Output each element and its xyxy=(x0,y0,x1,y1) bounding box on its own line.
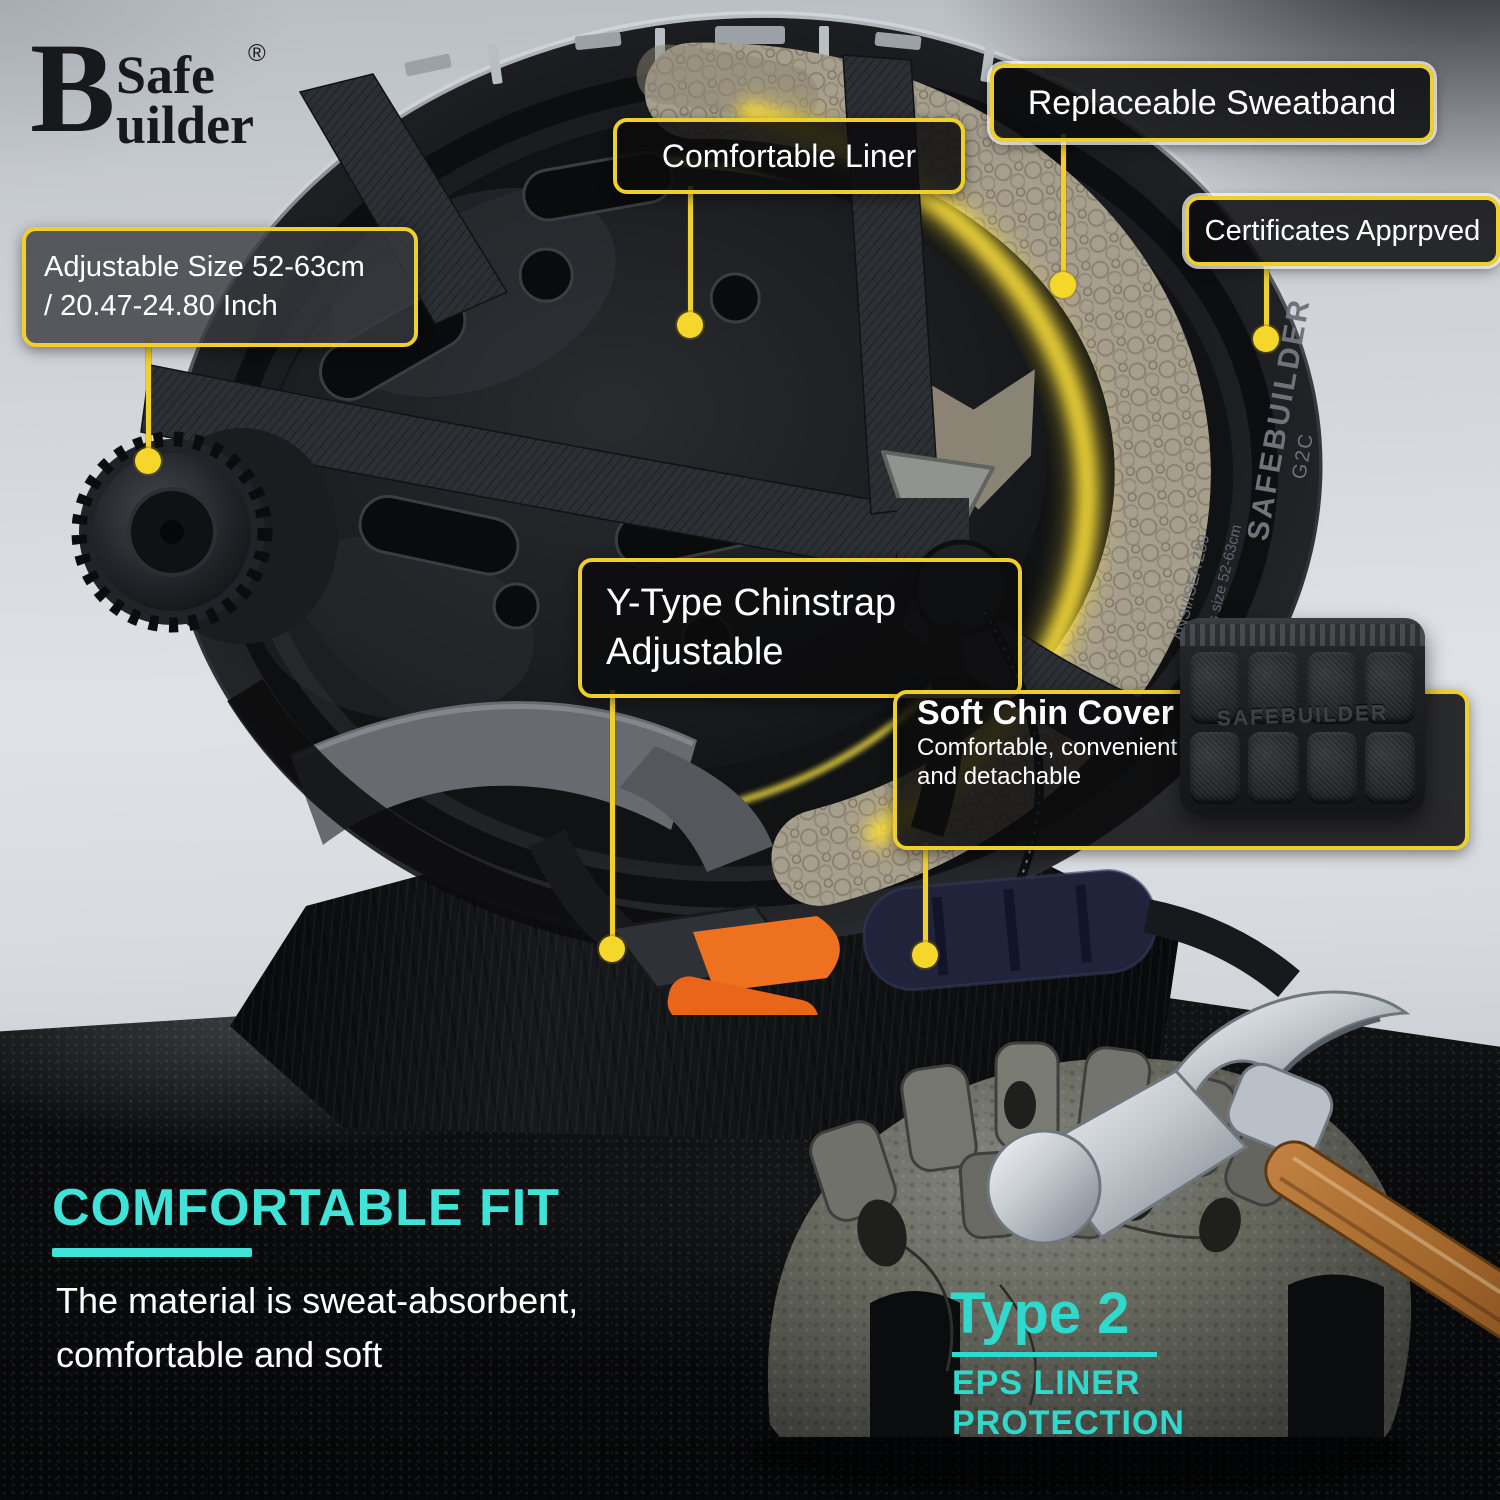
callout-subline1: Comfortable, convenient xyxy=(917,734,1178,762)
connector-dot-certificates-approved xyxy=(1253,326,1279,352)
connector-dot-replaceable-sweatband xyxy=(1050,272,1076,298)
chin-pad-cushion xyxy=(1364,652,1415,724)
chin-pad-cushion xyxy=(1364,732,1415,804)
callout-label-2line: Y-Type Chinstrap Adjustable xyxy=(606,579,896,678)
logo-word-top: Safe xyxy=(116,45,215,105)
hammer-photo xyxy=(986,990,1500,1367)
foam-star-cutout xyxy=(908,369,1035,510)
connector-comfortable-liner xyxy=(688,186,693,322)
headband-arm xyxy=(290,701,773,872)
connector-replaceable-sweatband xyxy=(1061,134,1066,284)
ratchet-adjustment-knob xyxy=(71,428,338,644)
chin-pad-cushions xyxy=(1190,652,1415,804)
eps-liner-label-line2: PROTECTION xyxy=(952,1404,1185,1442)
hammer-handle xyxy=(1264,1140,1500,1367)
callout-line2: Adjustable xyxy=(606,631,784,673)
connector-y-type-chinstrap xyxy=(610,690,615,947)
chin-pad-cushion xyxy=(1190,652,1241,724)
type2-underline xyxy=(952,1352,1157,1357)
connector-dot-y-type-chinstrap xyxy=(599,936,625,962)
chin-pad-cushion xyxy=(1248,732,1299,804)
callout-certificates-approved: Certificates Apprpved xyxy=(1185,196,1500,266)
logo-initial: B xyxy=(30,17,116,159)
chin-pad-edge-stitch xyxy=(1180,624,1425,646)
type2-heading: Type 2 xyxy=(950,1281,1130,1346)
callout-comfortable-liner: Comfortable Liner xyxy=(613,118,965,194)
callout-title: Soft Chin Cover xyxy=(917,694,1174,732)
chin-pad-cushion xyxy=(1248,652,1299,724)
eps-liner-label-line1: EPS LINER xyxy=(952,1364,1141,1402)
brand-logo: B Safe uilder ® xyxy=(30,24,330,172)
chin-pad-inset-photo: SAFEBUILDER xyxy=(1180,618,1425,814)
buckle-orange-tail xyxy=(667,976,819,1015)
chin-pad-cushion xyxy=(1306,652,1357,724)
connector-certificates-approved xyxy=(1264,258,1269,338)
callout-label: Comfortable Liner xyxy=(661,137,917,174)
callout-y-type-chinstrap: Y-Type Chinstrap Adjustable xyxy=(578,558,1022,698)
connector-dot-soft-chin-cover xyxy=(912,942,938,968)
connector-soft-chin-cover xyxy=(923,842,928,952)
hammer-claw xyxy=(1174,990,1411,1096)
callout-label: Replaceable Sweatband xyxy=(1027,83,1397,122)
chin-pad-cushion xyxy=(1190,732,1241,804)
comfortable-fit-body-line1: The material is sweat-absorbent, xyxy=(56,1280,579,1321)
callout-line1: Y-Type Chinstrap xyxy=(606,581,897,624)
connector-dot-comfortable-liner xyxy=(677,312,703,338)
chin-pad-cushion xyxy=(1306,732,1357,804)
callout-line1: Adjustable Size 52-63cm xyxy=(44,250,365,283)
buckle-orange-male xyxy=(693,916,840,992)
connector-dot-adjustable-size xyxy=(135,448,161,474)
callout-subline2: and detachable xyxy=(917,763,1082,791)
comfortable-fit-heading: COMFORTABLE FIT xyxy=(52,1179,560,1237)
callout-replaceable-sweatband: Replaceable Sweatband xyxy=(990,64,1434,142)
callout-label: Certificates Apprpved xyxy=(1204,214,1481,247)
registered-trademark-symbol: ® xyxy=(248,40,266,67)
logo-word-bottom: uilder xyxy=(116,95,255,155)
connector-adjustable-size xyxy=(146,339,151,458)
callout-label-2line: Adjustable Size 52-63cm / 20.47-24.80 In… xyxy=(44,248,365,326)
comfortable-fit-underline xyxy=(52,1248,252,1257)
callout-adjustable-size: Adjustable Size 52-63cm / 20.47-24.80 In… xyxy=(22,227,418,347)
hammer-face xyxy=(986,1129,1102,1245)
comfortable-fit-body-line2: comfortable and soft xyxy=(56,1334,383,1375)
hammer-head xyxy=(986,990,1411,1245)
callout-line2: / 20.47-24.80 Inch xyxy=(44,290,278,322)
